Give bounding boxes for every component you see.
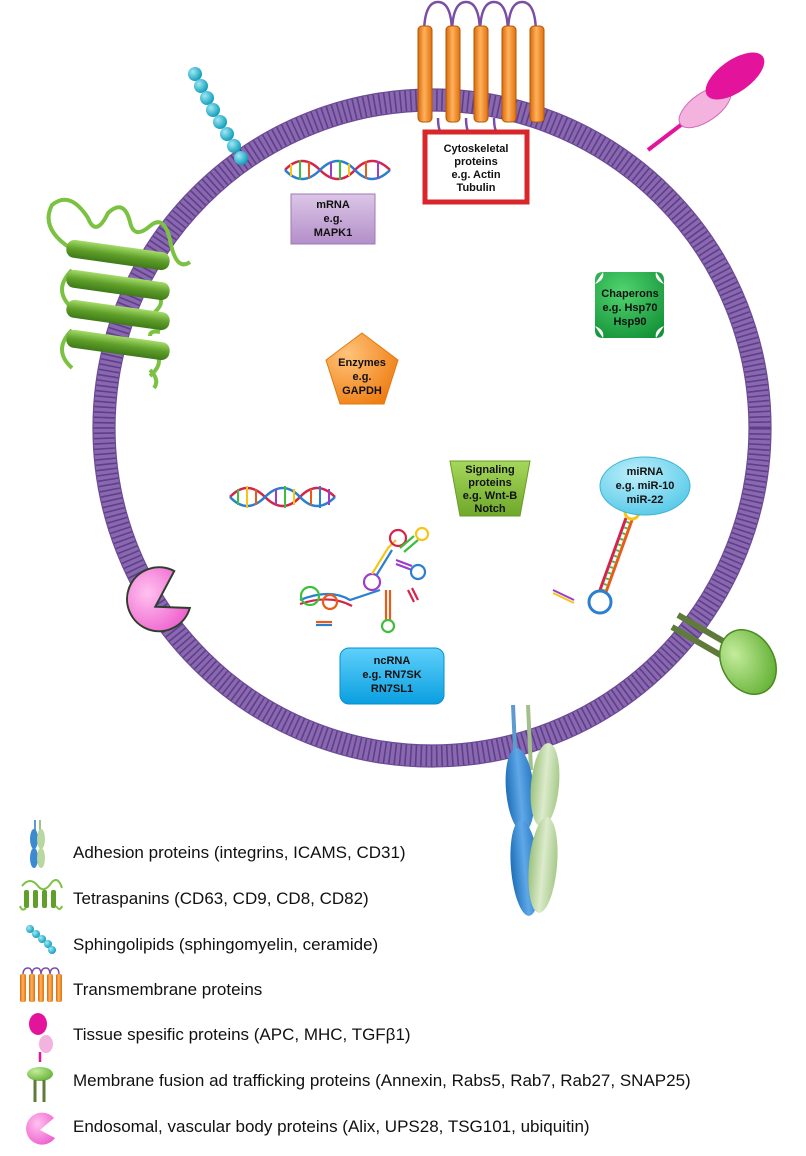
enzymes-label-line: GAPDH: [342, 385, 382, 397]
legend-label-fusion: Membrane fusion ad trafficking proteins …: [73, 1071, 691, 1090]
sphingolipid-icon: [26, 925, 56, 954]
mirna-label-line: e.g. miR-10: [616, 480, 675, 492]
fusion-protein-icon: [27, 1067, 53, 1102]
signaling-label-line: e.g. Wnt-B: [463, 490, 517, 502]
cytoskeletal-label-line: proteins: [454, 156, 497, 168]
chaperons-box: Chaperons e.g. Hsp70 Hsp90: [595, 272, 664, 338]
dna-helix-icon: [284, 159, 391, 181]
tetraspanin-icon: [19, 879, 63, 911]
legend-label-transmembrane: Transmembrane proteins: [73, 980, 262, 999]
membrane-fusion-protein: [670, 612, 777, 695]
mrna-label-line: MAPK1: [314, 227, 353, 239]
mirna-label-line: miRNA: [627, 466, 664, 478]
legend-label-adhesion: Adhesion proteins (integrins, ICAMS, CD3…: [73, 843, 406, 862]
mrna-label-line: e.g.: [324, 213, 343, 225]
legend-label-tissue: Tissue spesific proteins (APC, MHC, TGFβ…: [73, 1025, 411, 1044]
mirna-box: miRNA e.g. miR-10 miR-22: [599, 456, 691, 516]
enzymes-label-line: e.g.: [353, 371, 372, 383]
adhesion-protein: [505, 704, 560, 916]
enzymes-box: Enzymes e.g. GAPDH: [325, 332, 399, 405]
enzymes-label-line: Enzymes: [338, 357, 386, 369]
tissue-protein-icon: [29, 1013, 53, 1062]
ncrna-label-line: e.g. RN7SK: [362, 669, 421, 681]
signaling-proteins-box: Signaling proteins e.g. Wnt-B Notch: [449, 460, 531, 517]
chaperons-label-line: Chaperons: [601, 288, 658, 300]
transmembrane-protein: [417, 0, 545, 142]
chaperons-label-line: Hsp90: [613, 316, 646, 328]
dna-helix-icon: [229, 486, 336, 508]
mirna-hairpin-icon: [552, 503, 641, 615]
ncrna-structure-icon: [299, 526, 430, 634]
transmembrane-icon: [20, 967, 62, 1002]
sphingolipid-chain: [188, 67, 248, 165]
cytoskeletal-label-line: Tubulin: [457, 182, 496, 194]
legend: Adhesion proteins (integrins, ICAMS, CD3…: [19, 820, 691, 1145]
mrna-box: mRNA e.g. MAPK1: [290, 193, 376, 245]
cytoskeletal-proteins-box: Cytoskeletal proteins e.g. Actin Tubulin: [422, 129, 530, 205]
mrna-label-line: mRNA: [316, 199, 350, 211]
ncrna-label-line: RN7SL1: [371, 683, 413, 695]
tissue-specific-protein: [646, 52, 765, 152]
cytoskeletal-label-line: Cytoskeletal: [444, 143, 509, 155]
ncrna-box: ncRNA e.g. RN7SK RN7SL1: [339, 647, 445, 705]
legend-label-sphingolipids: Sphingolipids (sphingomyelin, ceramide): [73, 935, 378, 954]
endosomal-protein: [126, 566, 192, 633]
signaling-label-line: proteins: [468, 477, 511, 489]
adhesion-icon: [30, 820, 45, 868]
tetraspanin-protein: [46, 197, 192, 390]
chaperons-label-line: e.g. Hsp70: [602, 302, 657, 314]
cytoskeletal-label-line: e.g. Actin: [451, 169, 500, 181]
endosomal-protein-icon: [26, 1112, 55, 1145]
legend-label-endosomal: Endosomal, vascular body proteins (Alix,…: [73, 1117, 590, 1136]
signaling-label-line: Signaling: [465, 464, 515, 476]
ncrna-label-line: ncRNA: [374, 655, 411, 667]
signaling-label-line: Notch: [474, 503, 505, 515]
legend-label-tetraspanins: Tetraspanins (CD63, CD9, CD8, CD82): [73, 889, 369, 908]
mirna-label-line: miR-22: [627, 494, 664, 506]
